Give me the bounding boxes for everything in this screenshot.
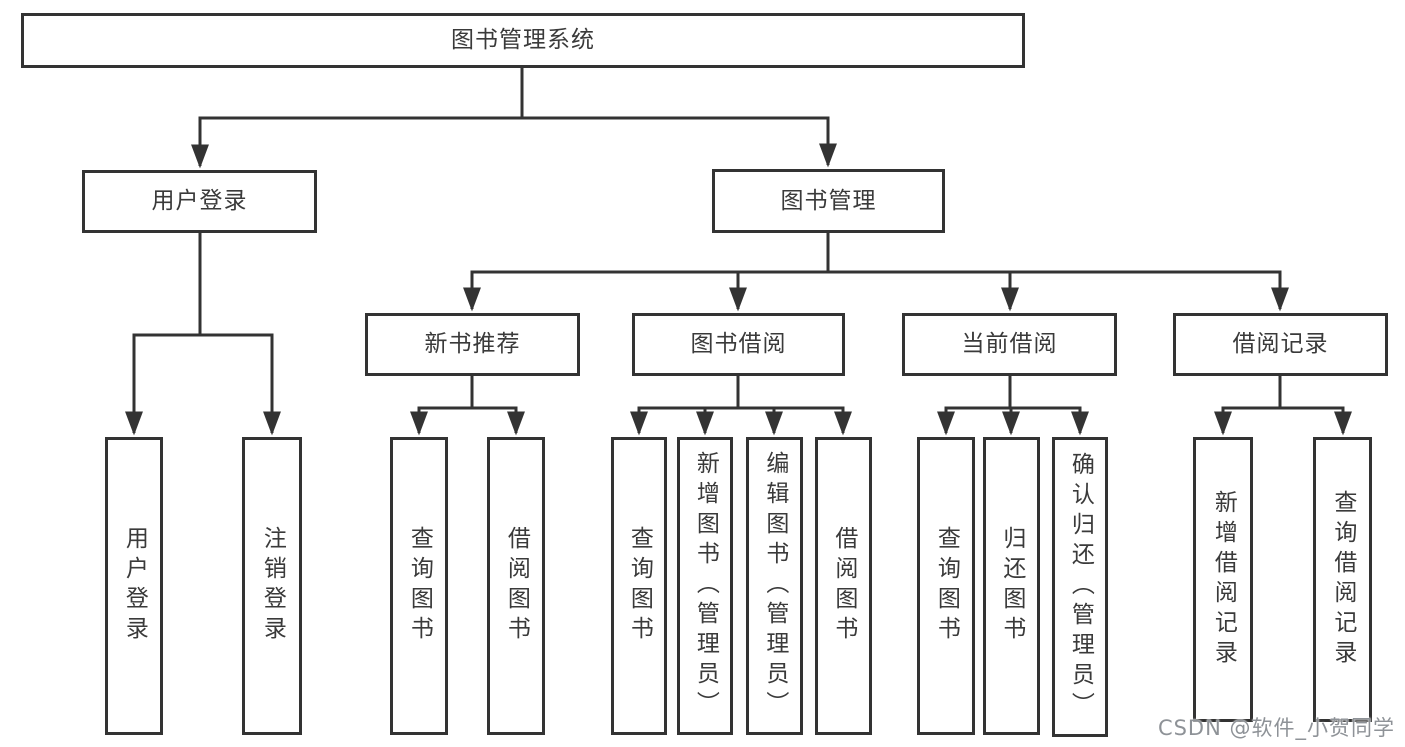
node-root: 图书管理系统 xyxy=(21,13,1025,68)
leaf-query-books-borrowing: 查询图书 xyxy=(611,437,667,735)
connector-book-management xyxy=(463,231,1289,312)
connector-new-book-recommendation xyxy=(410,374,525,436)
watermark: CSDN @软件_小贺同学 xyxy=(1157,716,1395,740)
connector-root xyxy=(191,66,837,169)
connector-book-borrowing xyxy=(630,374,852,436)
leaf-query-books-current: 查询图书 xyxy=(917,437,975,735)
leaf-logout: 注销登录 xyxy=(242,437,302,735)
node-user-login: 用户登录 xyxy=(82,170,317,233)
connector-current-borrowing xyxy=(937,374,1089,436)
node-current-borrowing: 当前借阅 xyxy=(902,313,1117,376)
leaf-add-book-admin: 新增图书（管理员） xyxy=(677,437,733,735)
leaf-confirm-return-admin: 确认归还（管理员） xyxy=(1052,437,1108,737)
leaf-borrow-books-borrowing: 借阅图书 xyxy=(815,437,872,735)
leaf-borrow-books-recommend: 借阅图书 xyxy=(487,437,545,735)
leaf-return-books: 归还图书 xyxy=(983,437,1040,735)
leaf-user-login: 用户登录 xyxy=(105,437,163,735)
leaf-query-books-recommend: 查询图书 xyxy=(390,437,448,735)
leaf-query-borrow-record: 查询借阅记录 xyxy=(1313,437,1372,722)
node-book-borrowing: 图书借阅 xyxy=(632,313,845,376)
connector-user-login xyxy=(125,231,281,436)
connector-borrowing-records xyxy=(1214,374,1352,436)
node-book-management: 图书管理 xyxy=(712,169,945,233)
leaf-add-borrow-record: 新增借阅记录 xyxy=(1193,437,1253,722)
node-new-book-recommendation: 新书推荐 xyxy=(365,313,580,376)
node-borrowing-records: 借阅记录 xyxy=(1173,313,1388,376)
leaf-edit-book-admin: 编辑图书（管理员） xyxy=(746,437,803,735)
